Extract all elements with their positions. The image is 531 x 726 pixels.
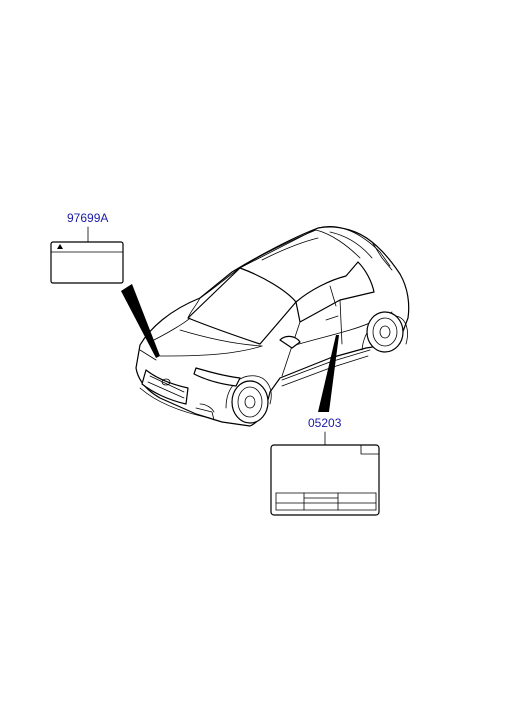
label-05203-corner-tab <box>360 444 380 455</box>
label-05203-table <box>275 492 377 511</box>
part-number-05203[interactable]: 05203 <box>308 416 342 430</box>
pointer-wedge-05203 <box>318 335 339 412</box>
label-05203 <box>270 444 380 516</box>
car-illustration <box>135 226 410 427</box>
part-number-97699a[interactable]: 97699A <box>67 211 108 225</box>
warning-triangle-icon <box>57 244 63 249</box>
pointer-wedge-97699a <box>121 284 160 358</box>
part-97699a-callout[interactable]: 97699A <box>50 211 124 284</box>
part-05203-callout[interactable]: 05203 <box>270 416 380 516</box>
